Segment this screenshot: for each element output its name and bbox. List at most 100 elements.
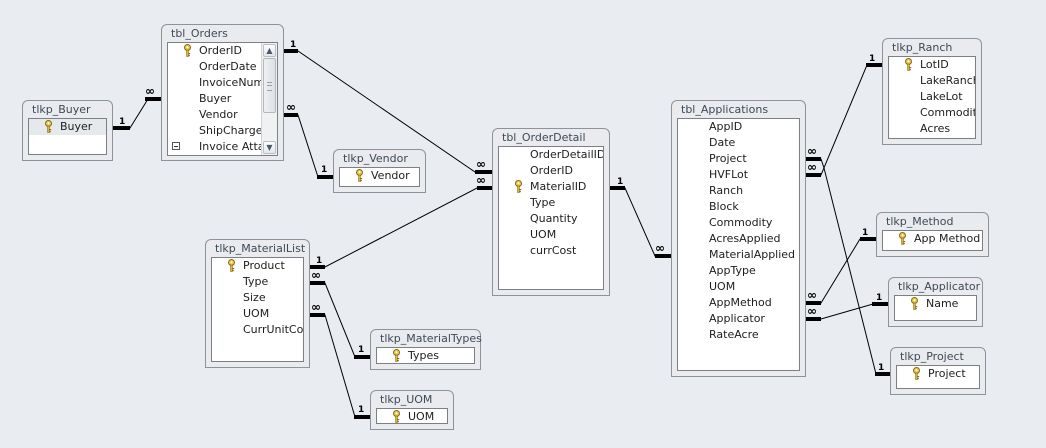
scroll-down-arrow-icon[interactable]: ▼ [263,141,276,154]
table-tlkp-method[interactable]: tlkp_Method App Method [876,212,989,257]
table-tlkp-applicator[interactable]: tlkp_Applicator Name [888,277,983,327]
field-row[interactable]: Commodity [678,215,799,231]
field-row[interactable]: Type [212,274,303,290]
relationship-project-applications[interactable]: ∞ 1 [806,144,890,376]
field-list[interactable]: Buyer [28,118,107,155]
field-row[interactable]: InvoiceNumbe [168,75,277,91]
field-row[interactable]: AcresApplied [678,231,799,247]
relationship-vendor-orders[interactable]: ∞ 1 [284,100,333,179]
field-list[interactable]: Name [894,295,977,321]
table-tlkp-uom[interactable]: tlkp_UOM UOM [370,390,454,430]
field-row[interactable]: LakeRanch [889,73,975,89]
field-list[interactable]: Project [896,365,980,389]
relationship-orderdetail-applications[interactable]: 1 ∞ [610,177,671,258]
field-row[interactable]: App Method [883,231,982,247]
field-row[interactable]: AppID [678,119,799,135]
field-row[interactable]: LotID [889,57,975,73]
field-row[interactable]: UOM [377,409,447,423]
relationship-uom-materiallist[interactable]: ∞ 1 [310,300,370,419]
field-row[interactable]: UOM [212,306,303,322]
field-row[interactable]: CurrUnitCost [212,322,303,338]
field-row[interactable]: Project [897,366,979,382]
field-name: AcresApplied [709,232,781,245]
vertical-scrollbar[interactable]: ▲ ▼ [261,43,277,155]
field-row[interactable]: Buyer [29,119,106,135]
relationship-materialtypes-materiallist[interactable]: ∞ 1 [310,268,370,359]
field-row[interactable]: MaterialApplied [678,247,799,263]
field-list[interactable]: App Method [882,230,983,251]
field-row[interactable]: OrderDetailID [499,147,603,163]
table-title[interactable]: tlkp_MaterialTypes [380,332,482,345]
field-row[interactable]: OrderDate [168,59,277,75]
field-row[interactable]: ShipCharge [168,123,277,139]
relationship-materiallist-orderdetail[interactable]: 1 ∞ [310,173,492,269]
field-row[interactable]: AppType [678,263,799,279]
table-title[interactable]: tlkp_Buyer [32,103,91,116]
field-row[interactable]: Types [377,348,474,363]
field-row[interactable]: HVFLot [678,167,799,183]
table-title[interactable]: tlkp_Project [900,350,964,363]
table-title[interactable]: tlkp_Method [886,215,954,228]
collapse-icon[interactable] [172,142,180,150]
field-row[interactable]: LakeLot [889,89,975,105]
field-row[interactable]: Date [678,135,799,151]
relationship-applicator-applications[interactable]: ∞ 1 [806,293,888,321]
table-tlkp-project[interactable]: tlkp_Project Project [890,347,986,395]
field-list[interactable]: Vendor [339,167,420,187]
table-tlkp-ranch[interactable]: tlkp_Ranch LotIDLakeRanchLakeLotCommodit… [882,38,982,145]
scroll-up-arrow-icon[interactable]: ▲ [263,44,276,57]
table-title[interactable]: tlkp_Applicator [898,280,981,293]
field-row[interactable]: AppMethod [678,295,799,311]
table-tlkp-buyer[interactable]: tlkp_Buyer Buyer [22,100,113,161]
field-row[interactable]: Product [212,258,303,274]
field-row[interactable]: Buyer [168,91,277,107]
field-row[interactable]: Commodity [889,105,975,121]
scroll-thumb[interactable] [263,58,276,113]
field-row[interactable]: Project [678,151,799,167]
field-row[interactable]: Vendor [168,107,277,123]
field-list[interactable]: LotIDLakeRanchLakeLotCommodityAcres [888,56,976,139]
field-row[interactable]: Name [895,296,976,312]
field-row[interactable]: Applicator [678,311,799,327]
field-row[interactable]: Ranch [678,183,799,199]
many-end-marker [310,313,325,317]
field-row[interactable]: MaterialID [499,179,603,195]
field-row[interactable]: Size [212,290,303,306]
field-row[interactable]: Vendor [340,168,419,184]
table-title[interactable]: tlkp_Ranch [892,41,953,54]
field-row[interactable]: RateAcre [678,327,799,343]
relationship-orders-orderdetail[interactable]: 1 ∞ [284,40,492,174]
field-row[interactable]: UOM [678,279,799,295]
field-list[interactable]: ProductTypeSizeUOMCurrUnitCost [211,257,304,362]
field-row[interactable]: OrderID [499,163,603,179]
table-tlkp-materialtypes[interactable]: tlkp_MaterialTypes Types [370,329,482,370]
field-row[interactable]: Acres [889,121,975,137]
field-row[interactable]: Block [678,199,799,215]
table-tlkp-vendor[interactable]: tlkp_Vendor Vendor [333,149,426,193]
table-title[interactable]: tlkp_Vendor [343,152,408,165]
relationship-ranch-applications[interactable]: ∞ 1 [806,54,882,177]
table-title[interactable]: tbl_Orders [171,27,228,40]
field-row[interactable]: Invoice Attach [168,139,277,155]
table-title[interactable]: tbl_Applications [681,103,769,116]
field-row[interactable]: Quantity [499,211,603,227]
field-row[interactable]: Type [499,195,603,211]
field-list[interactable]: UOM [376,408,448,424]
relationship-method-applications[interactable]: ∞ 1 [806,228,876,305]
field-list[interactable]: Types [376,347,475,364]
table-title[interactable]: tbl_OrderDetail [502,131,586,144]
relationship-buyer-orders[interactable]: 1 ∞ [113,84,161,130]
field-row[interactable]: currCost [499,243,603,259]
table-title[interactable]: tlkp_UOM [380,393,433,406]
table-title[interactable]: tlkp_MaterialList [215,242,306,255]
field-row[interactable]: UOM [499,227,603,243]
field-row[interactable]: OrderID [168,43,277,59]
